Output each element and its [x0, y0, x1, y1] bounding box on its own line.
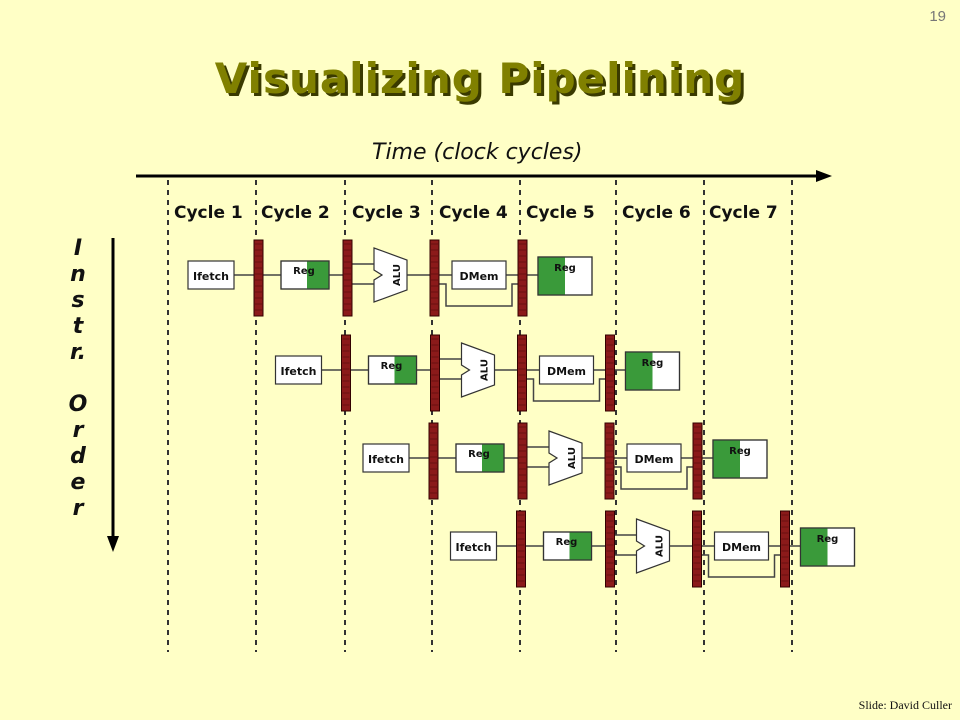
pipeline-register-bar	[516, 510, 526, 588]
reg-read-fill	[569, 532, 592, 560]
dmem-box	[538, 355, 595, 385]
pipeline-register-bar	[342, 239, 353, 317]
cycle-label-7: Cycle 7	[709, 203, 778, 223]
alu-shape	[548, 430, 583, 486]
reg-read-label: Reg	[293, 266, 315, 277]
cycle-label-4: Cycle 4	[439, 203, 508, 223]
pipeline-register-bar	[517, 239, 528, 317]
pipeline-register-bar	[517, 334, 527, 412]
reg-write-fill	[538, 257, 565, 295]
reg-read-border	[280, 260, 330, 290]
alu-label: ALU	[655, 535, 666, 557]
pipeline-register-bar	[341, 334, 351, 412]
bypass-wire	[700, 554, 781, 578]
order-axis-arrowhead	[107, 536, 119, 552]
dmem-box	[451, 260, 507, 290]
pipeline-register-bar	[253, 239, 264, 317]
alu-shape	[635, 518, 671, 574]
reg-read-fill	[482, 444, 504, 472]
pipeline-register-bar	[429, 239, 440, 317]
reg-read-border	[367, 355, 418, 385]
ifetch-label: Ifetch	[368, 453, 404, 466]
dmem-box	[713, 531, 770, 561]
dmem-box	[626, 443, 682, 473]
ifetch-label: Ifetch	[281, 365, 317, 378]
reg-write-border	[712, 439, 768, 479]
reg-write-label: Reg	[729, 446, 751, 457]
pipeline-register-bar	[604, 422, 615, 500]
dmem-label: DMem	[460, 270, 499, 283]
pipeline-register-bar	[428, 422, 439, 500]
ifetch-label: Ifetch	[456, 541, 492, 554]
time-axis-arrowhead	[816, 170, 832, 182]
ifetch-box	[187, 260, 235, 290]
dmem-label: DMem	[547, 365, 586, 378]
pipeline-row: Ifetch Reg ALU DMem Reg	[449, 510, 856, 588]
reg-write-border	[624, 351, 681, 391]
ifetch-box	[274, 355, 323, 385]
pipeline-register-bar	[605, 510, 615, 588]
reg-read-label: Reg	[468, 449, 490, 460]
reg-write-fill	[625, 352, 653, 390]
pipeline-row: Ifetch Reg ALU DMem Reg	[274, 334, 681, 412]
bypass-wire	[525, 378, 606, 402]
dmem-label: DMem	[722, 541, 761, 554]
reg-read-border	[542, 531, 593, 561]
reg-write-fill	[800, 528, 828, 566]
page-number: 19	[929, 8, 946, 25]
pipeline-register-bar	[692, 422, 703, 500]
slide-title: Visualizing Pipelining	[214, 54, 746, 103]
pipeline-register-bar	[780, 510, 790, 588]
reg-write-label: Reg	[817, 534, 839, 545]
reg-read-border	[455, 443, 505, 473]
reg-read-fill	[394, 356, 417, 384]
cycle-label-3: Cycle 3	[352, 203, 421, 223]
pipeline-register-bar	[605, 334, 615, 412]
reg-read-label: Reg	[381, 361, 403, 372]
reg-write-fill	[713, 440, 740, 478]
pipeline-register-bar	[430, 334, 440, 412]
pipeline-row: Ifetch Reg ALU DMem Reg	[187, 239, 593, 317]
pipeline-register-bar	[517, 422, 528, 500]
alu-shape	[373, 247, 408, 303]
time-axis-label: Time (clock cycles)	[372, 140, 583, 165]
reg-write-label: Reg	[642, 358, 664, 369]
reg-write-label: Reg	[554, 263, 576, 274]
ifetch-box	[449, 531, 498, 561]
reg-write-border	[799, 527, 856, 567]
reg-read-label: Reg	[556, 537, 578, 548]
bypass-wire	[438, 283, 518, 307]
alu-label: ALU	[392, 264, 403, 286]
reg-write-border	[537, 256, 593, 296]
ifetch-label: Ifetch	[193, 270, 229, 283]
alu-shape	[460, 342, 496, 398]
reg-read-fill	[307, 261, 329, 289]
pipeline-row: Ifetch Reg ALU DMem Reg	[362, 422, 768, 500]
slide-credit: Slide: David Culler	[858, 698, 952, 712]
cycle-label-5: Cycle 5	[526, 203, 595, 223]
cycle-label-1: Cycle 1	[174, 203, 243, 223]
bypass-wire	[613, 466, 693, 490]
alu-label: ALU	[567, 447, 578, 469]
ifetch-box	[362, 443, 410, 473]
dmem-label: DMem	[635, 453, 674, 466]
alu-label: ALU	[480, 359, 491, 381]
pipeline-register-bar	[692, 510, 702, 588]
cycle-label-6: Cycle 6	[622, 203, 691, 223]
cycle-label-2: Cycle 2	[261, 203, 330, 223]
instr-order-label: I n s t r. O r d e r	[68, 236, 88, 521]
